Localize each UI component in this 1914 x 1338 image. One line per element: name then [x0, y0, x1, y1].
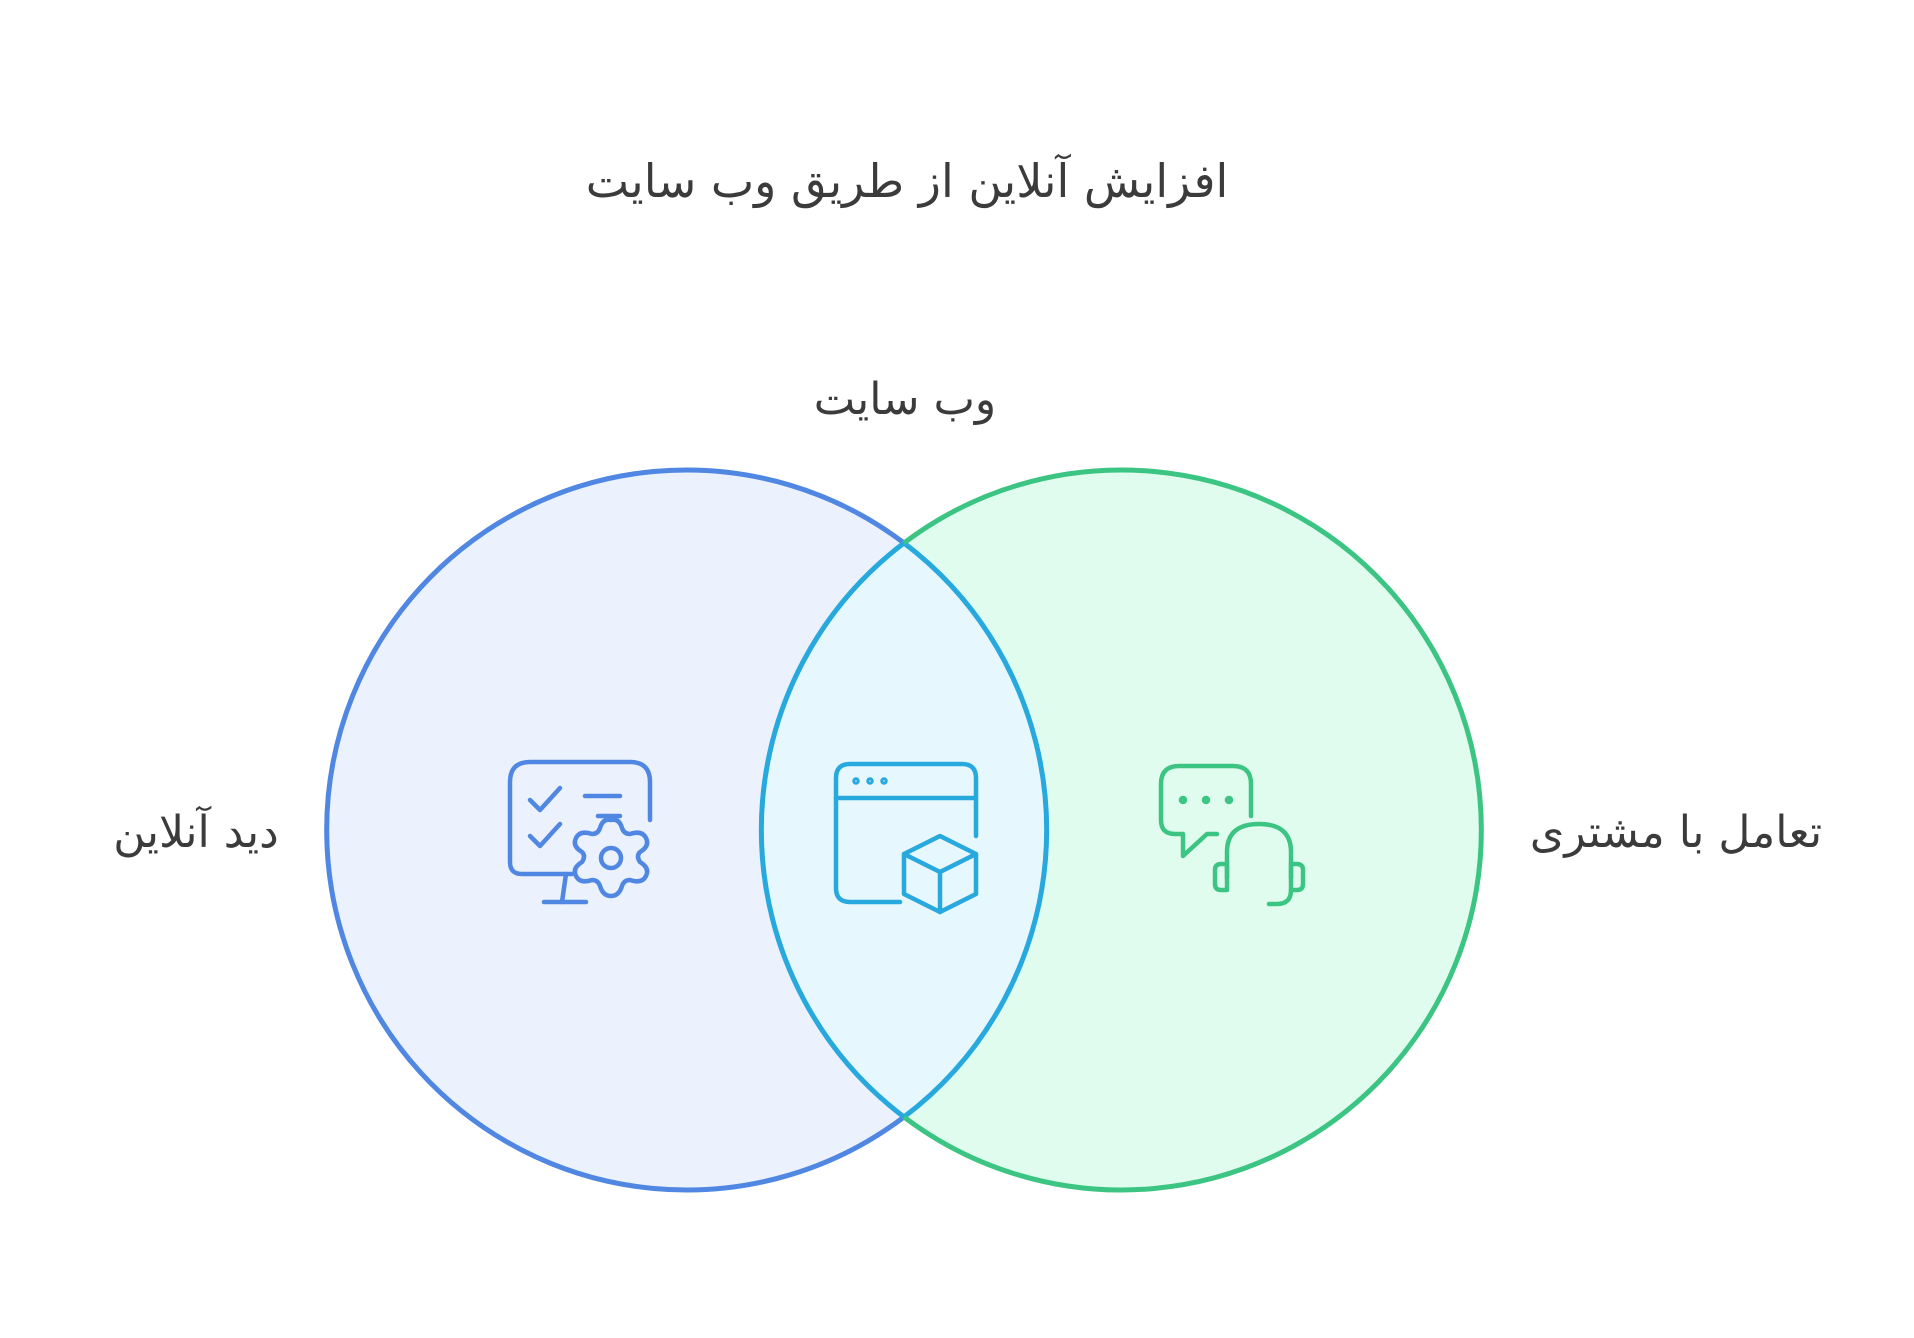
- diagram-title: افزایش آنلاین از طریق وب سایت: [586, 154, 1229, 209]
- intersection-fill: [761, 470, 1047, 1190]
- browser-window-box-icon: [833, 761, 979, 915]
- intersection-left-edge: [758, 541, 906, 1119]
- monitor-settings-checklist-icon: [507, 759, 653, 905]
- right-circle-outline: [902, 467, 1484, 1193]
- right-set-label: تعامل با مشتری: [1530, 807, 1822, 858]
- left-circle-outline: [324, 467, 906, 1193]
- intersection-right-edge: [902, 541, 1050, 1119]
- left-set-label: دید آنلاین: [113, 805, 278, 858]
- chat-headset-support-icon: [1158, 763, 1306, 907]
- intersection-label: وب سایت: [814, 374, 996, 425]
